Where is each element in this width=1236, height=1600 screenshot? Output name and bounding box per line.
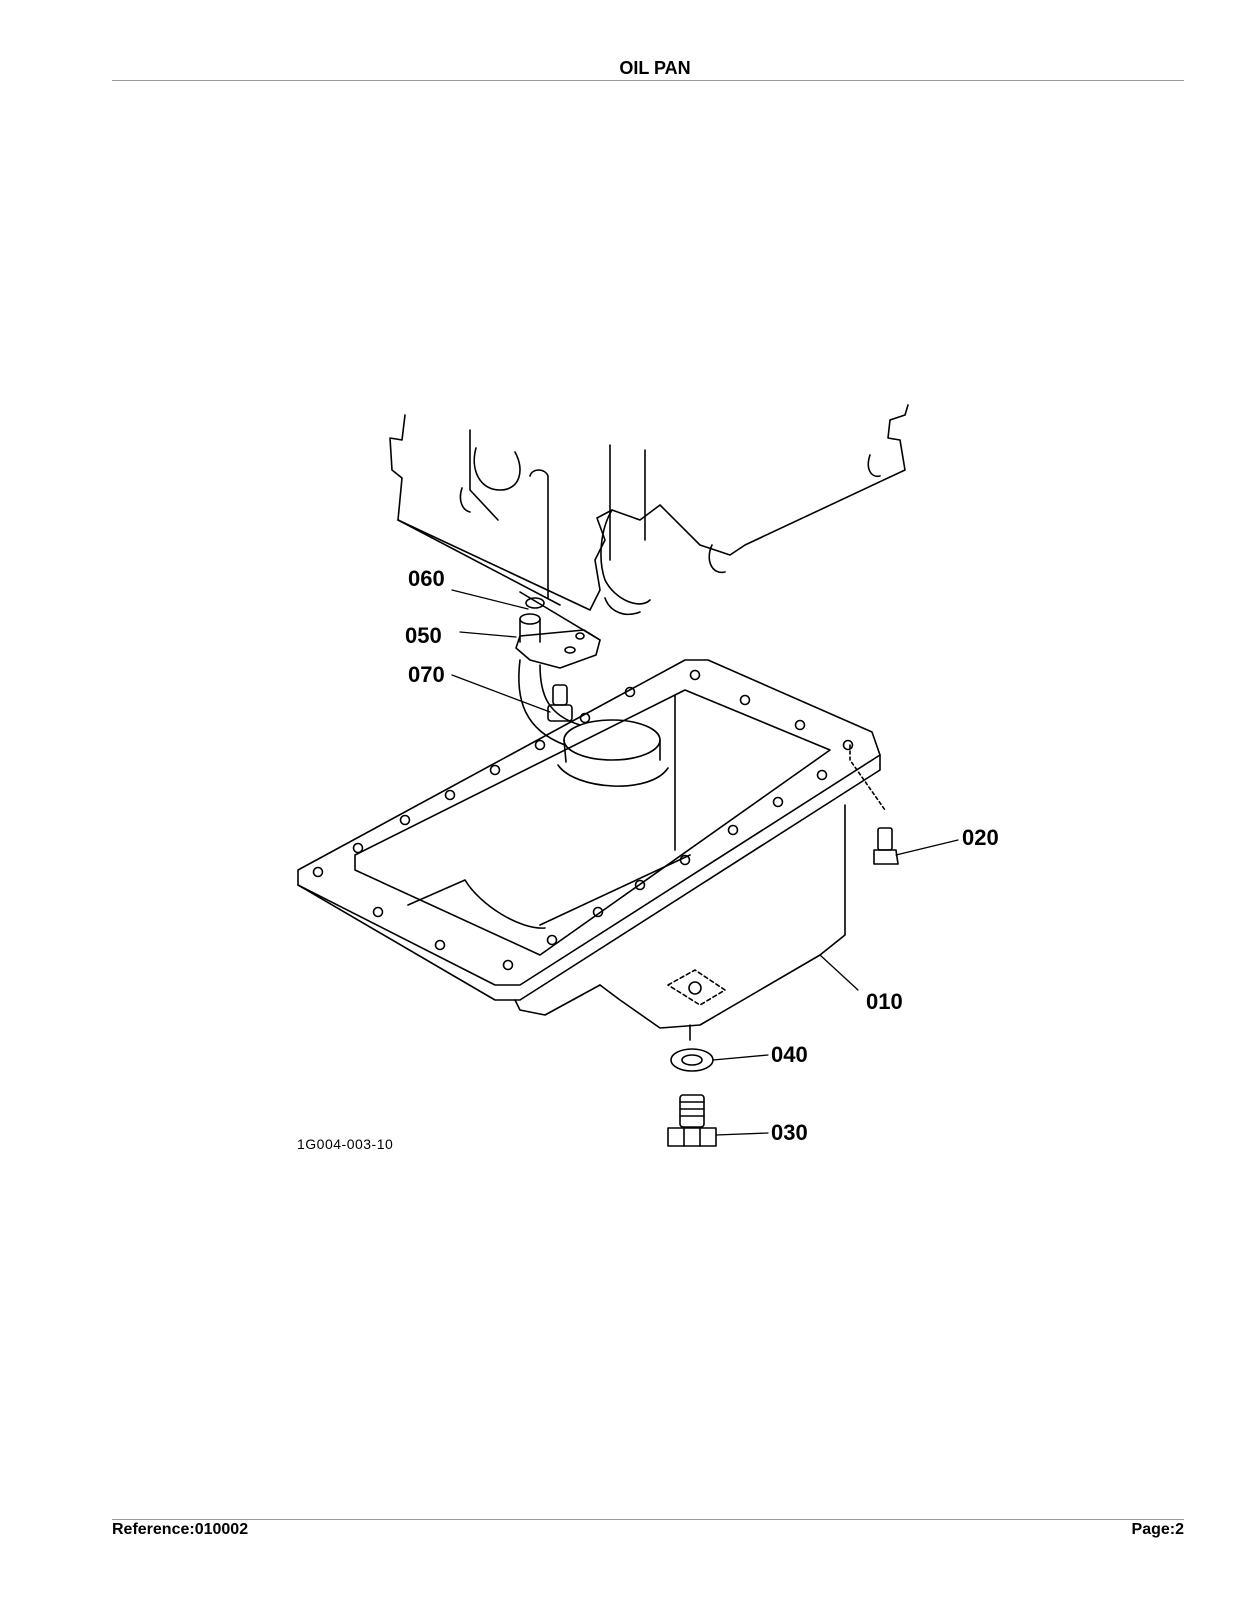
figure-reference-code: 1G004-003-10 bbox=[297, 1136, 394, 1152]
callout-010: 010 bbox=[866, 989, 903, 1014]
callout-leaders bbox=[451, 589, 959, 1136]
reference-number: Reference:010002 bbox=[112, 1521, 249, 1538]
page-number: Page:2 bbox=[1131, 1521, 1184, 1538]
oil-strainer-assembly bbox=[515, 597, 601, 746]
drain-washer bbox=[670, 1048, 714, 1072]
callout-040: 040 bbox=[771, 1042, 808, 1067]
callout-020: 020 bbox=[962, 825, 999, 850]
oil-pan-body bbox=[297, 659, 881, 1041]
page-title: OIL PAN bbox=[619, 58, 691, 78]
callout-050: 050 bbox=[405, 623, 442, 648]
flange-bolt-holes bbox=[312, 669, 854, 971]
header-divider bbox=[112, 80, 1184, 81]
footer-divider bbox=[112, 1519, 1184, 1520]
callout-030: 030 bbox=[771, 1120, 808, 1145]
pan-bolt bbox=[849, 744, 899, 865]
callout-070: 070 bbox=[408, 662, 445, 687]
engine-block-outline bbox=[389, 404, 909, 641]
drain-plug bbox=[667, 1094, 717, 1147]
strainer-cup bbox=[557, 719, 669, 787]
callout-060: 060 bbox=[408, 566, 445, 591]
